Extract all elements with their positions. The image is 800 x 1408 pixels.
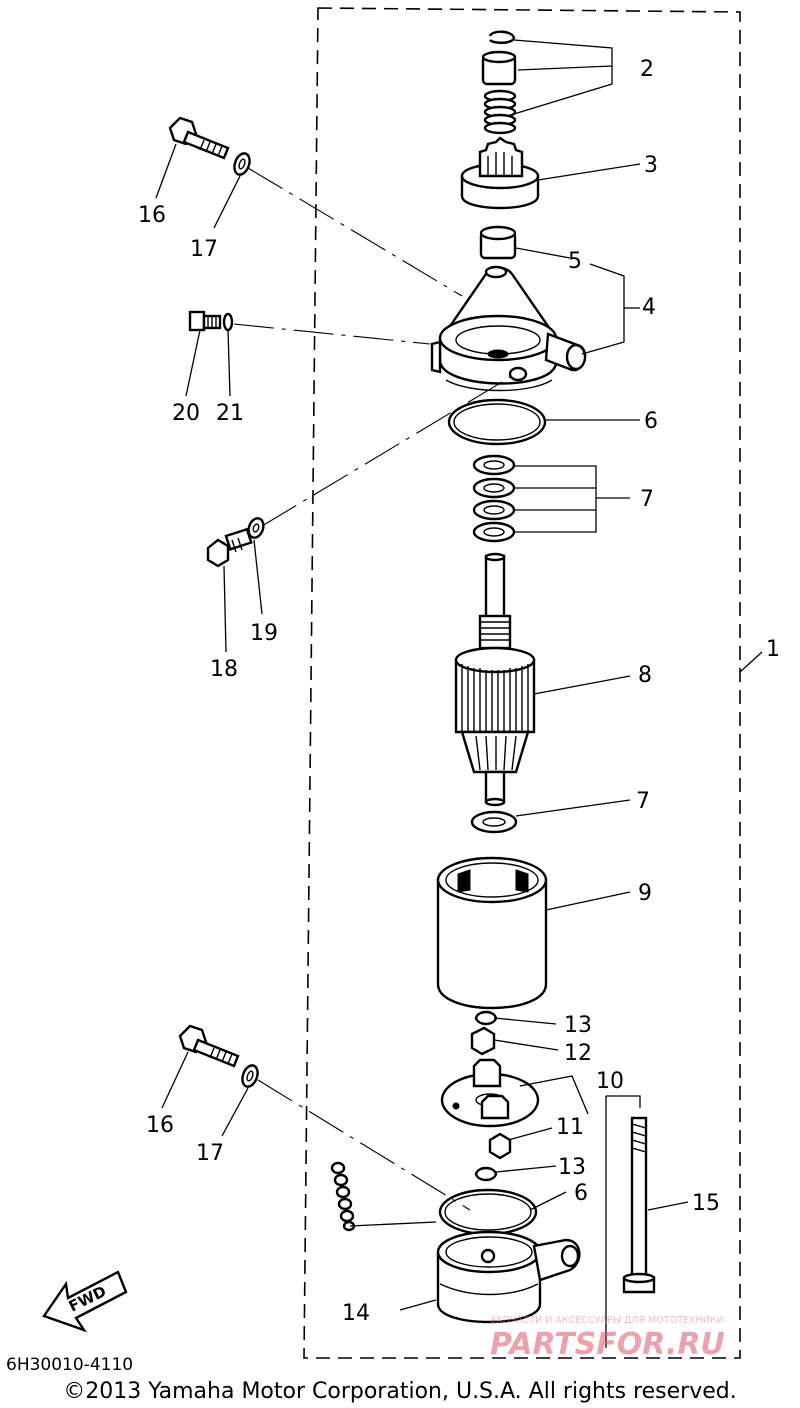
part-17-washer-upper	[233, 152, 251, 176]
part-7-washer-lower	[470, 810, 518, 834]
callout-6-upper: 6	[644, 409, 658, 434]
callout-14: 14	[342, 1301, 370, 1326]
part-7-washer-stack	[472, 454, 516, 543]
part-12-brush	[470, 1026, 496, 1056]
callout-9: 9	[638, 881, 652, 906]
callout-17-upper: 17	[190, 237, 218, 262]
callout-13-lower: 13	[558, 1155, 586, 1180]
callout-labels: 1 2 3 5 4 6 7 8 7 9 13 12 10 11 13 6 15 …	[138, 57, 780, 1326]
part-4-front-bracket	[430, 265, 587, 392]
callout-21: 21	[216, 401, 244, 426]
part-16-bolt-upper	[168, 116, 230, 160]
callout-16-lower: 16	[146, 1113, 174, 1138]
callout-12: 12	[564, 1041, 592, 1066]
fwd-arrow-icon: FWD	[42, 1270, 128, 1333]
callout-6-lower: 6	[574, 1181, 588, 1206]
callout-11: 11	[556, 1115, 584, 1140]
watermark-tagline: ЗАПЧАСТИ И АКСЕССУАРЫ ДЛЯ МОТОТЕХНИКИ	[490, 1315, 724, 1326]
callout-10: 10	[596, 1069, 624, 1094]
callout-4: 4	[642, 295, 656, 320]
part-13-spring-lower	[474, 1166, 498, 1182]
part-8-armature	[454, 552, 536, 807]
part-14-rear-bracket	[436, 1230, 581, 1324]
callout-18: 18	[210, 657, 238, 682]
copyright-notice: ©2013 Yamaha Motor Corporation, U.S.A. A…	[63, 1379, 736, 1404]
assembly-boundary	[303, 7, 741, 1359]
callout-2: 2	[640, 57, 654, 82]
callout-13-upper: 13	[564, 1013, 592, 1038]
callout-3: 3	[644, 153, 658, 178]
callout-5: 5	[568, 249, 582, 274]
watermark-brand: PARTSFOR.RU	[490, 1327, 725, 1362]
part-6-o-ring-lower	[438, 1188, 538, 1236]
callout-1: 1	[766, 637, 780, 662]
part-5-collar	[479, 225, 517, 260]
callout-17-lower: 17	[196, 1141, 224, 1166]
part-18-bolt	[206, 527, 253, 568]
part-21-washer	[222, 312, 234, 332]
part-20-screw	[188, 310, 222, 332]
callout-16-upper: 16	[138, 203, 166, 228]
part-11-brush	[488, 1132, 512, 1160]
assembly-centerlines	[233, 167, 513, 1211]
watermark: ЗАПЧАСТИ И АКСЕССУАРЫ ДЛЯ МОТОТЕХНИКИ PA…	[490, 1315, 725, 1362]
part-2-clip-collar-spring	[481, 30, 517, 135]
part-16-bolt-lower	[178, 1024, 240, 1068]
part-13-spring-upper	[474, 1010, 498, 1026]
brush-lead-wire	[330, 1161, 356, 1232]
part-10-brush-holder	[440, 1058, 540, 1128]
part-3-pinion-gear	[460, 136, 540, 210]
part-9-yoke	[436, 856, 548, 1010]
part-19-washer	[247, 517, 265, 539]
callout-15: 15	[692, 1191, 720, 1216]
callout-7-lower: 7	[636, 789, 650, 814]
callout-20: 20	[172, 401, 200, 426]
part-6-o-ring-upper	[447, 398, 547, 446]
callout-8: 8	[638, 663, 652, 688]
part-15-through-bolt	[622, 1116, 656, 1294]
callout-19: 19	[250, 621, 278, 646]
diagram-code: 6H30010-4110	[6, 1355, 133, 1375]
part-17-washer-lower	[241, 1064, 259, 1088]
leader-lines	[155, 39, 763, 1348]
callout-7-stack: 7	[640, 487, 654, 512]
